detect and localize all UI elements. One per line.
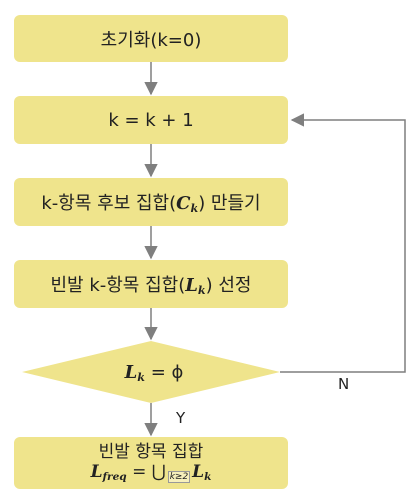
result-var: L <box>90 461 103 482</box>
increment-label: k = k + 1 <box>108 109 194 131</box>
decision-sub: k <box>137 371 145 385</box>
frequent-prefix: 빈발 k-항목 집합( <box>50 274 186 296</box>
init-box: 초기화(k=0) <box>14 15 288 62</box>
result-sub: freq <box>102 470 127 483</box>
decision-label: Lk = ϕ <box>22 362 286 384</box>
frequent-set-box: 빈발 k-항목 집합(Lk) 선정 <box>14 260 288 308</box>
frequent-var: L <box>185 274 198 296</box>
decision-diamond <box>22 341 280 403</box>
result-var2: L <box>192 461 205 482</box>
candidate-prefix: k-항목 후보 집합( <box>41 192 177 214</box>
result-title: 빈발 항목 집합 <box>98 442 204 463</box>
result-eq: = ⋃ <box>126 461 166 482</box>
yes-label: Y <box>176 409 186 427</box>
result-index: k≥2 <box>167 470 191 483</box>
init-label: 초기화(k=0) <box>100 29 202 51</box>
candidate-set-box: k-항목 후보 집합(Ck) 만들기 <box>14 178 288 226</box>
candidate-label: k-항목 후보 집합(Ck) 만들기 <box>41 189 260 215</box>
arrow-no-loop <box>280 113 406 373</box>
decision-rest: = ϕ <box>144 362 184 383</box>
frequent-label: 빈발 k-항목 집합(Lk) 선정 <box>50 271 251 297</box>
candidate-var: C <box>176 192 191 214</box>
no-label: N <box>338 375 350 393</box>
frequent-suffix: ) 선정 <box>205 274 252 296</box>
frequent-sub: k <box>197 284 206 298</box>
decision-var: L <box>124 362 138 383</box>
result-sub2: k <box>204 470 212 483</box>
candidate-sub: k <box>190 202 199 216</box>
candidate-suffix: ) 만들기 <box>198 192 261 214</box>
increment-box: k = k + 1 <box>14 96 288 144</box>
